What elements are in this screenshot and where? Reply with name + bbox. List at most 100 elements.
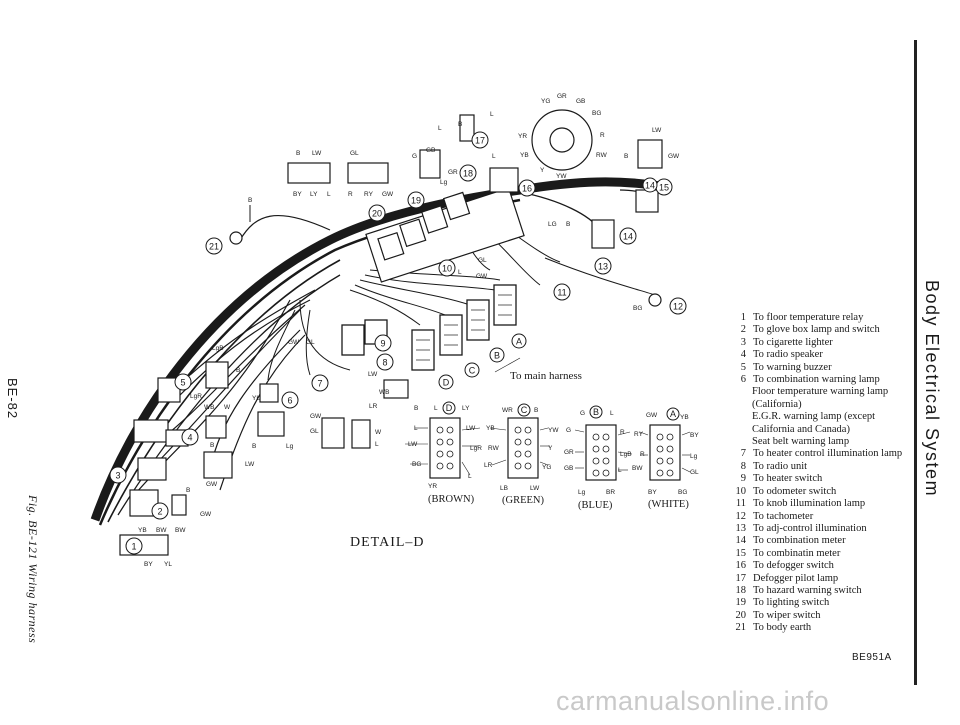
callout-11: [553, 283, 571, 301]
wire-label: LW: [312, 150, 322, 157]
callout-18: [459, 164, 477, 182]
connector-9-housing: [341, 324, 365, 356]
wire-label: YL: [252, 395, 260, 402]
callout-10: [438, 259, 456, 277]
detail-c-text: C: [521, 405, 528, 415]
callout-19-num: 19: [411, 196, 421, 206]
wire-label: L: [618, 467, 622, 474]
connector-5: [205, 361, 229, 389]
callout-20-num: 20: [372, 209, 382, 219]
callout-8-num: 8: [382, 358, 387, 368]
connector-8b: [351, 419, 371, 449]
wire-label: Y: [548, 445, 553, 452]
callout-4-num: 4: [187, 433, 192, 443]
wire-label: L: [458, 269, 462, 276]
wire-label: W: [375, 429, 382, 436]
wire-label: GB: [576, 98, 585, 105]
wire-label: BW: [175, 527, 186, 534]
connector-letter-d: [438, 374, 454, 390]
wire-label: L: [327, 191, 331, 198]
wire-label: BG: [592, 110, 601, 117]
wire-label: B: [414, 405, 418, 412]
wire-label: W: [224, 404, 231, 411]
callout-11-num: 11: [557, 288, 566, 298]
callout-10-num: 10: [442, 264, 452, 274]
wire-label: LgB: [620, 451, 632, 458]
wire-label: B: [236, 367, 240, 374]
wire-label: G: [580, 410, 585, 417]
wire-label: LR: [369, 403, 378, 410]
wire-label: YB: [486, 425, 495, 432]
detail-14-label: DETAIL–: [570, 177, 618, 189]
connector-6: [259, 383, 279, 403]
connector-8: [383, 379, 409, 399]
connector-letter-c: [464, 362, 480, 378]
margin-rule: [914, 40, 917, 685]
wire-label: Lg: [578, 489, 586, 496]
wire-label: L: [610, 410, 614, 417]
wire-label: B: [624, 153, 628, 160]
to-main-harness-label: To main harness: [510, 370, 582, 382]
wire-label: YB: [520, 152, 529, 159]
combination-meter-plug: [591, 219, 615, 249]
callout-21-num: 21: [209, 242, 219, 252]
wire-label: GW: [476, 273, 488, 280]
brown-connector-label: (BROWN): [428, 494, 475, 505]
wire-label: L: [375, 441, 379, 448]
wire-label: RY: [364, 191, 374, 198]
wire-label: B: [458, 121, 462, 128]
wire-label: LW: [245, 461, 255, 468]
callout-14-detail-num: 14: [645, 181, 655, 191]
wire-label: L: [468, 473, 472, 480]
wire-label: L: [434, 405, 438, 412]
wire-label: B: [252, 443, 256, 450]
callout-5-num: 5: [180, 378, 185, 388]
callout-7-num: 7: [317, 379, 322, 389]
callout-4: [181, 428, 199, 446]
detail-white-connector: [649, 424, 681, 481]
connector-5-block: [157, 377, 181, 403]
detail-b-text: B: [593, 407, 599, 417]
wire-label: YW: [556, 173, 567, 180]
callout-1-num: 1: [131, 542, 136, 552]
wire-label: YB: [680, 414, 689, 421]
wire-label: R: [600, 132, 605, 139]
connector-15: [635, 189, 659, 213]
wire-label: YR: [518, 133, 527, 140]
green-connector-label: (GREEN): [502, 495, 544, 506]
wire-label: BG: [633, 305, 642, 312]
callout-9-num: 9: [380, 339, 385, 349]
legend-subitem: Floor temperature warning lamp (Californ…: [752, 386, 889, 410]
white-connector-label: (WHITE): [648, 499, 689, 510]
wire-label: GR: [557, 93, 567, 100]
wire-label: LgR: [190, 393, 202, 400]
connector-4: [203, 451, 233, 479]
wire-label: G: [566, 427, 571, 434]
callout-12: [669, 297, 687, 315]
detail-a-text: A: [670, 409, 676, 419]
wire-label: L: [414, 425, 418, 432]
wire-label: GB: [564, 465, 573, 472]
wire-label: RW: [596, 152, 608, 159]
detail-green-connector: [507, 417, 539, 479]
wire-label: RW: [488, 445, 500, 452]
connector-2: [171, 494, 187, 516]
callout-13: [594, 257, 612, 275]
callout-1: [125, 537, 143, 555]
wire-label: LY: [462, 405, 470, 412]
wire-label: GL: [310, 428, 319, 435]
callout-20: [368, 204, 386, 222]
